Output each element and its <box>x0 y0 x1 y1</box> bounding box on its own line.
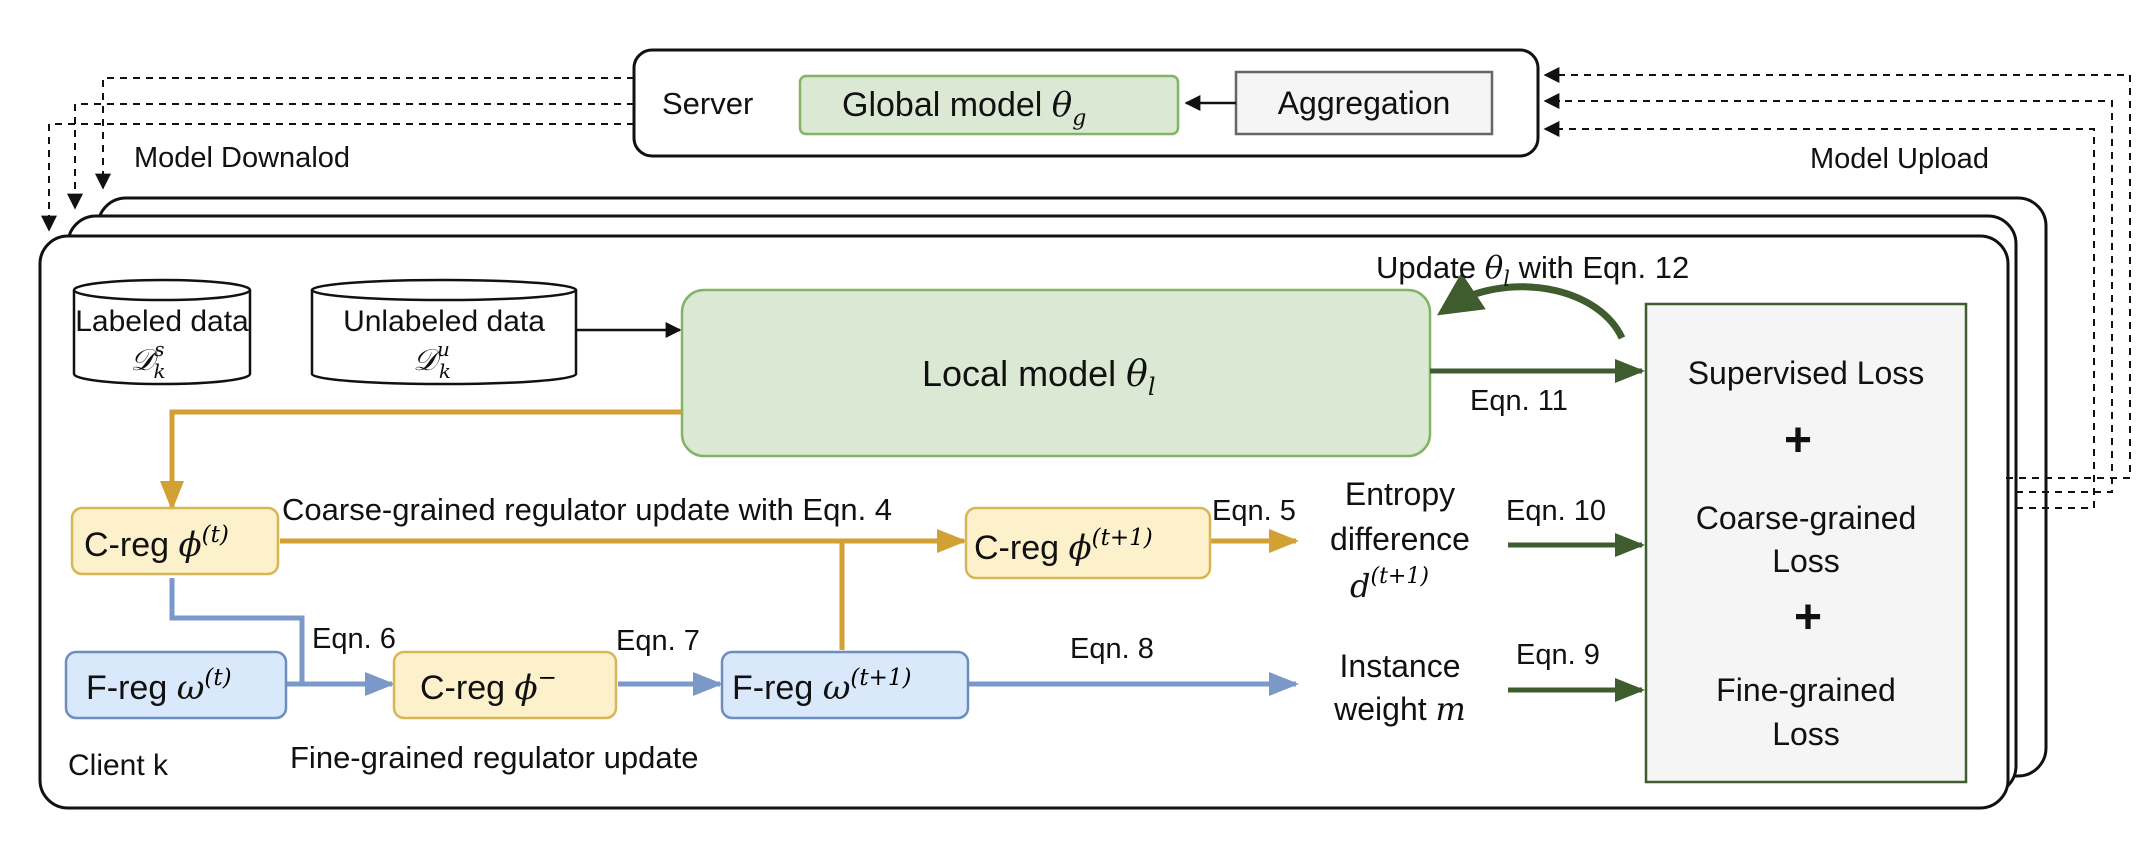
local-model-label: Local model θl <box>922 353 1156 401</box>
freg-t-box <box>64 650 288 720</box>
coarse-loss-label-line1: Coarse-grained <box>1696 500 1917 536</box>
eqn7-label: Eqn. 7 <box>616 625 700 657</box>
loss-box <box>1644 302 1968 784</box>
creg-minus-label: C-reg ϕ− <box>420 665 557 708</box>
update-label: Update θl with Eqn. 12 <box>1376 250 1689 291</box>
plus-sign-2: + <box>1794 591 1822 644</box>
instance-label-line1: Instance <box>1340 648 1461 684</box>
model-upload-lines <box>1560 74 2131 509</box>
aggregation-label: Aggregation <box>1278 85 1451 121</box>
global-model-label: Global model θg <box>842 85 1086 131</box>
eqn11-label: Eqn. 11 <box>1470 385 1568 417</box>
fine-update-label: Fine-grained regulator update <box>290 740 698 775</box>
client-label: Client k <box>68 749 169 782</box>
coarse-update-label: Coarse-grained regulator update with Eqn… <box>282 492 892 527</box>
instance-label-line2: weight m <box>1333 690 1466 728</box>
eqn8-label: Eqn. 8 <box>1070 633 1154 665</box>
plus-sign-1: + <box>1784 414 1812 467</box>
model-upload-label: Model Upload <box>1810 143 1989 175</box>
creg-t-box <box>70 506 280 576</box>
local-to-creg-arrow <box>160 409 682 511</box>
global-model-box <box>798 74 1180 136</box>
creg-t1-box <box>964 506 1212 580</box>
labeled-data-label: Labeled data <box>75 305 249 338</box>
aggregation-box <box>1234 70 1494 136</box>
freg-t1-box <box>720 650 970 720</box>
entropy-label-line1: Entropy <box>1345 476 1455 512</box>
creg-t-label: C-reg ϕ(t) <box>84 522 229 565</box>
eqn5-label: Eqn. 5 <box>1212 495 1296 527</box>
coarse-loss-label-line2: Loss <box>1772 543 1840 579</box>
creg-minus-box <box>392 650 618 720</box>
entropy-label-line2: difference <box>1330 521 1470 557</box>
fine-loss-label-line2: Loss <box>1772 716 1840 752</box>
eqn10-label: Eqn. 10 <box>1506 495 1606 527</box>
model-download-lines <box>48 77 634 218</box>
freg-t-label: F-reg ω(t) <box>86 665 232 708</box>
unlabeled-data-label: Unlabeled data <box>343 305 545 338</box>
fine-loss-label-line1: Fine-grained <box>1716 672 1896 708</box>
freg-t1-label: F-reg ω(t+1) <box>732 665 912 708</box>
supervised-loss-label: Supervised Loss <box>1688 355 1925 391</box>
creg-to-cregminus-arrow <box>169 578 395 696</box>
update-arc-arrow <box>1437 272 1626 340</box>
model-download-label: Model Downalod <box>134 142 350 174</box>
eqn9-label: Eqn. 9 <box>1516 639 1600 671</box>
unlabeled-data-cylinder <box>310 278 578 386</box>
entropy-symbol: d(t+1) <box>1350 564 1429 605</box>
server-label: Server <box>662 86 753 121</box>
labeled-data-cylinder <box>72 278 252 386</box>
creg-t1-label: C-reg ϕ(t+1) <box>974 525 1153 568</box>
eqn6-label: Eqn. 6 <box>312 623 396 655</box>
